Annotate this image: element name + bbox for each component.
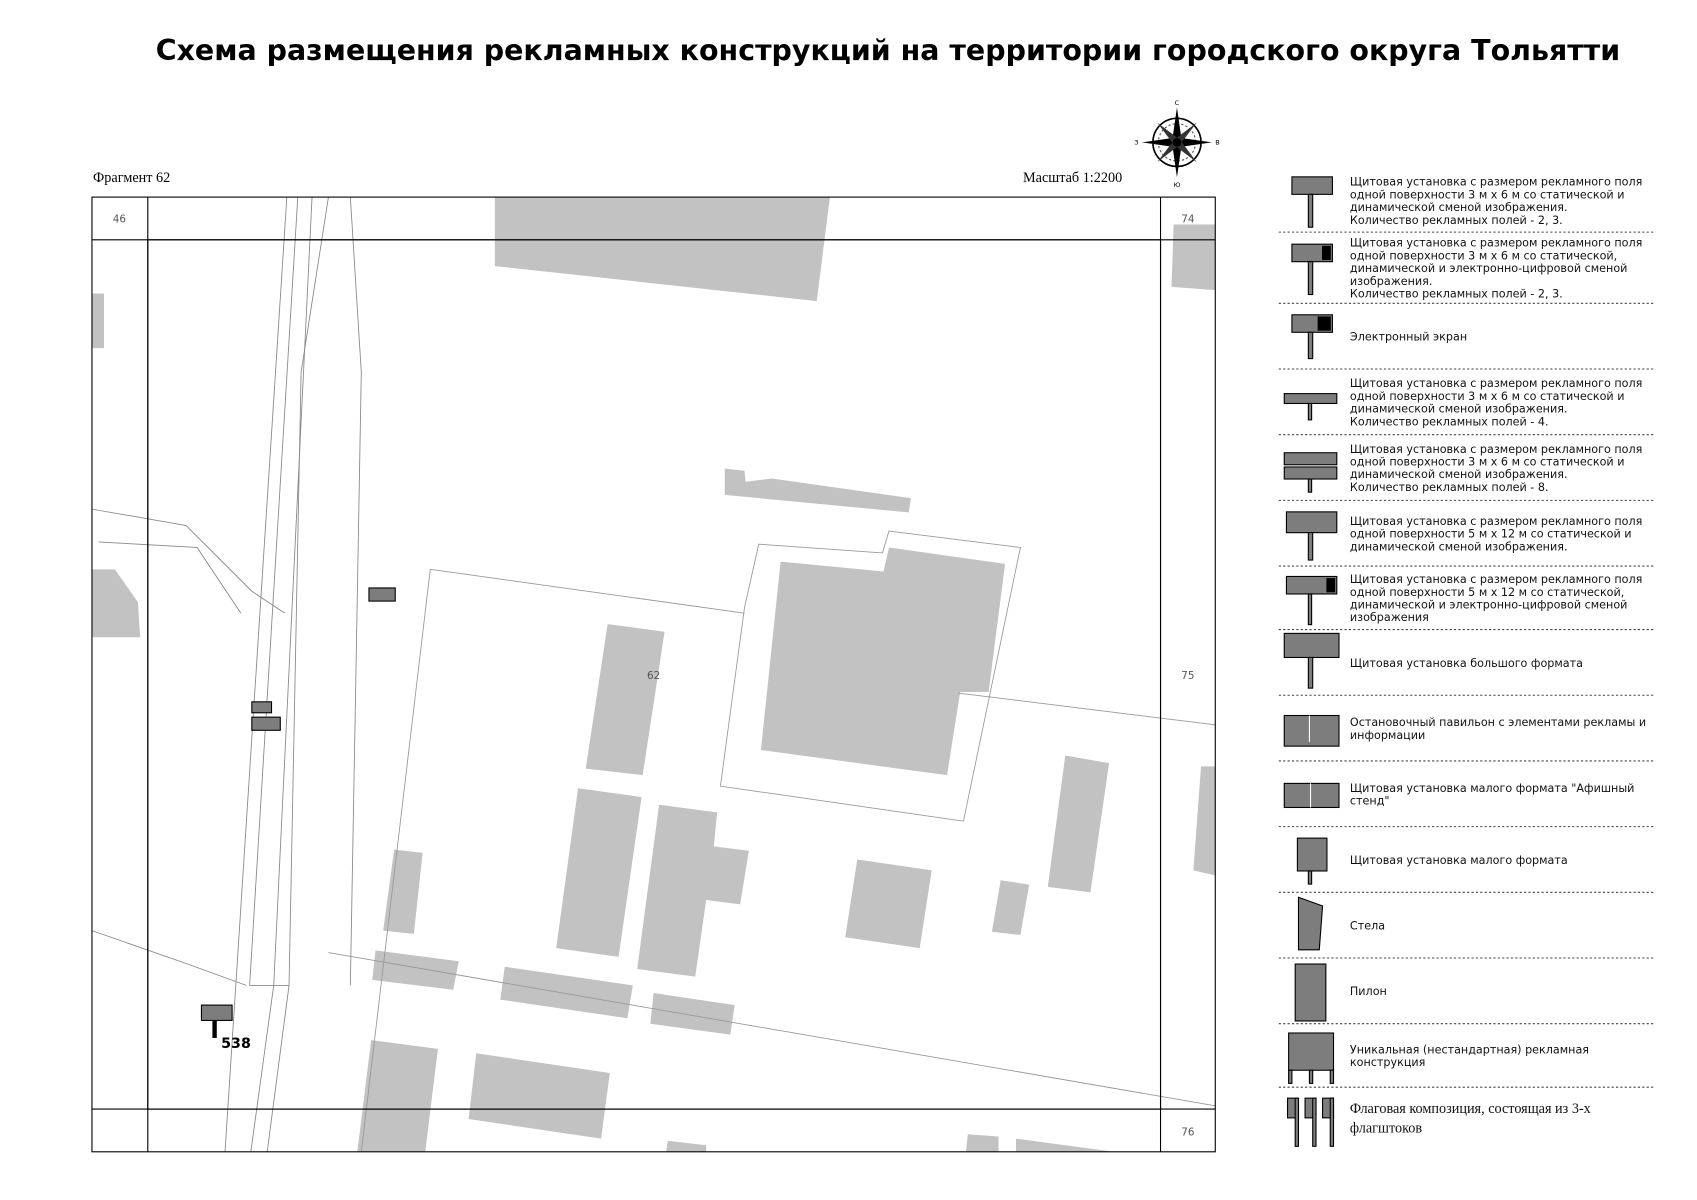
roads [91,197,362,1152]
compass-north: С [1175,99,1180,107]
legend-item: Электронный экран [1278,314,1656,370]
buildings [91,197,1216,1152]
construction-number: 538 [221,1036,251,1052]
legend-item: Щитовая установка малого формата "Афишны… [1278,782,1656,828]
unique-construction-icon [1288,1032,1335,1084]
legend-item-text: Пилон [1350,985,1387,998]
billboard-5x12-digital-icon [1285,575,1338,626]
billboard-8-fields-icon [1283,452,1338,493]
compass-south: Ю [1173,181,1180,189]
legend-item-text: Щитовая установка малого формата "Афишны… [1350,782,1634,795]
legend-item-text: Щитовая установка с размером рекламного … [1350,377,1642,390]
adjacent-cell-46[interactable]: 46 [113,213,126,225]
legend-item-text: стенд" [1350,795,1390,808]
legend-item: Щитовая установка с размером рекламного … [1278,176,1656,233]
legend-item-text: динамической сменой изображения. [1350,468,1568,481]
legend-item-text: Щитовая установка с размером рекламного … [1350,573,1642,586]
bus-stop-pavilion-icon [1283,714,1340,747]
flag-composition-icon [1286,1097,1335,1147]
compass-east: В [1215,139,1220,147]
pylon-icon [1294,963,1327,1022]
legend-item: Щитовая установка с размером рекламного … [1278,443,1656,501]
ad-construction-markers [251,587,396,731]
legend-item-text: Стела [1350,920,1385,933]
map-frame [91,196,1216,1153]
stele-icon [1297,896,1324,951]
legend-item: Щитовая установка с размером рекламного … [1278,377,1656,436]
legend-item-text: динамической сменой изображения. [1350,540,1568,553]
legend-item-text: одной поверхности 5 м х 12 м со статичес… [1350,528,1632,541]
legend-item-text: Щитовая установка с размером рекламного … [1350,443,1642,456]
legend-item-text: Щитовая установка малого формата [1350,854,1568,867]
legend-item-text: одной поверхности 5 м х 12 м со статичес… [1350,586,1624,599]
legend-item-text: одной поверхности 3 м х 6 м со статическ… [1350,188,1625,201]
poster-stand-icon [1283,782,1340,809]
parcel-boundaries [328,530,1216,1152]
legend-item-text: Щитовая установка большого формата [1350,657,1583,670]
adjacent-cell-74[interactable]: 74 [1181,213,1195,225]
legend-item-text: конструкция [1350,1056,1425,1069]
legend-item-text: одной поверхности 3 м х 6 м со статическ… [1350,456,1625,469]
compass-west: З [1134,139,1138,147]
billboard-4-fields-icon [1283,393,1338,421]
legend-item-text: Количество рекламных полей - 2, 3. [1350,214,1563,227]
legend-item-text: Щитовая установка с размером рекламного … [1350,176,1642,189]
legend-item-text: Количество рекламных полей - 2, 3. [1350,287,1563,300]
scale-label: Масштаб 1:2200 [1023,170,1122,186]
legend-item: Остановочный павильон с элементами рекла… [1278,714,1656,762]
legend-item-text: информации [1350,729,1425,742]
legend-item-text: Щитовая установка с размером рекламного … [1350,237,1642,250]
legend-item: Щитовая установка с размером рекламного … [1278,511,1656,567]
legend-item: Флаговая композиция, состоящая из 3-х фла… [1286,1097,1591,1147]
legend-item-text: Щитовая установка с размером рекламного … [1350,515,1642,528]
billboard-3x6-icon [1291,176,1333,228]
legend-item-text: динамической сменой изображения. [1350,201,1568,214]
large-format-billboard-icon [1283,632,1340,689]
legend-item-text: одной поверхности 3 м х 6 м со статическ… [1350,249,1617,262]
legend-item-text: флагштоков [1350,1121,1422,1137]
legend-item-text: Электронный экран [1350,331,1467,344]
current-cell-label: 62 [647,670,660,682]
legend-item: Пилон [1278,963,1656,1025]
billboard-5x12-icon [1285,511,1338,561]
legend-item-text: динамической сменой изображения. [1350,403,1568,416]
legend-item-text: Количество рекламных полей - 4. [1350,415,1549,428]
adjacent-cell-76[interactable]: 76 [1181,1126,1194,1138]
legend: Щитовая установка с размером рекламного … [1278,176,1656,1147]
legend-item-text: Флаговая композиция, состоящая из 3-х [1350,1101,1591,1117]
compass-rose-icon: С Ю З В [1134,99,1220,189]
billboard-3x6-digital-icon [1291,243,1333,296]
page-title: Схема размещения рекламных конструкций н… [156,34,1620,67]
legend-item-text: Остановочный павильон с элементами рекла… [1350,716,1646,729]
legend-item-text: Уникальная (нестандартная) рекламная [1350,1043,1589,1056]
legend-item-text: одной поверхности 3 м х 6 м со статическ… [1350,390,1625,403]
small-format-billboard-icon [1296,837,1328,885]
legend-item-text: изображения. [1350,275,1433,288]
map-fragment[interactable]: 538 46 74 75 76 62 [91,196,1217,1160]
legend-item-text: динамической и электронно-цифровой смено… [1350,262,1627,275]
legend-item: Щитовая установка с размером рекламного … [1278,237,1656,304]
fragment-label: Фрагмент 62 [93,170,170,186]
legend-item: Щитовая установка малого формата [1278,837,1656,893]
legend-item-text: изображения [1350,611,1429,624]
legend-item-text: динамической и электронно-цифровой смено… [1350,599,1627,612]
legend-item: Уникальная (нестандартная) рекламнаяконс… [1278,1032,1656,1088]
legend-item: Щитовая установка с размером рекламного … [1278,573,1656,631]
legend-item: Стела [1278,896,1656,959]
electronic-screen-icon [1291,314,1333,360]
legend-item-text: Количество рекламных полей - 8. [1350,481,1549,494]
adjacent-cell-75[interactable]: 75 [1181,670,1194,682]
ad-construction-538[interactable]: 538 [200,1004,251,1052]
legend-item: Щитовая установка большого формата [1278,632,1656,696]
